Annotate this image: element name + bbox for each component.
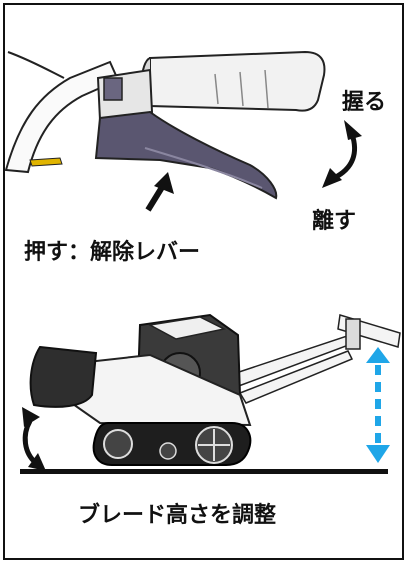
grip-handle	[140, 50, 326, 112]
curved-double-arrow-icon	[322, 120, 362, 188]
blade	[29, 345, 98, 408]
handle-height-arrow-icon	[366, 347, 390, 463]
push-release-lever-label: 押す：解除レバー	[24, 240, 201, 265]
blade-height-caption: ブレード高さを調整	[78, 503, 277, 528]
arrow-up-right-icon	[145, 172, 174, 212]
blade-height-arrow-icon	[22, 407, 46, 471]
release-label: 離す	[312, 209, 357, 234]
handle-lever-illustration	[4, 50, 326, 200]
release-lever	[94, 110, 278, 200]
ground-line	[20, 469, 388, 474]
crawler-track	[92, 422, 252, 466]
machine-illustration	[20, 313, 401, 474]
grip-label: 握る	[342, 90, 387, 115]
